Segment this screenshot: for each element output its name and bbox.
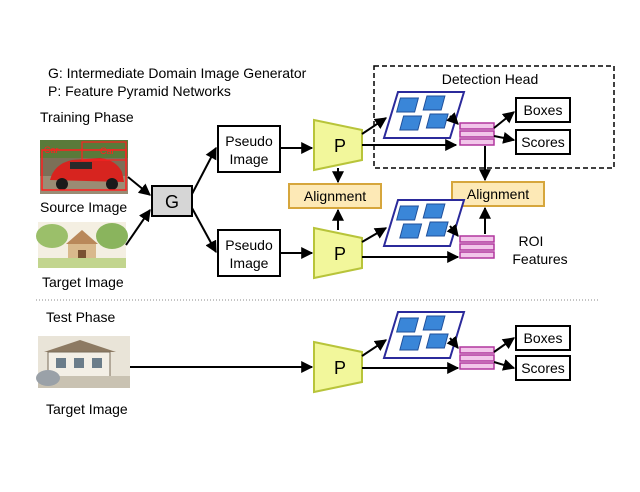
target-image	[36, 222, 128, 268]
feature-map-bottom	[383, 199, 465, 247]
arrow-g-to-pseudo-top	[191, 146, 217, 195]
target-image-label: Target Image	[42, 274, 124, 290]
detection-head-label: Detection Head	[442, 71, 539, 87]
svg-text:Boxes: Boxes	[524, 330, 563, 346]
roi-features-bottom	[459, 235, 495, 259]
svg-text:Pseudo: Pseudo	[225, 237, 273, 253]
generator-g: G	[151, 185, 193, 217]
boxes-output-test: Boxes	[515, 325, 571, 351]
roi-features-test	[459, 346, 495, 370]
arrow-roi-to-scores-top	[493, 131, 516, 144]
test-target-label: Target Image	[46, 401, 128, 417]
arrow-roi-to-boxes-top	[493, 111, 515, 129]
generator-label: G	[165, 192, 179, 212]
legend-p-definition: P: Feature Pyramid Networks	[48, 83, 231, 99]
svg-text:Image: Image	[230, 255, 269, 271]
legend-g-definition: G: Intermediate Domain Image Generator	[48, 65, 307, 81]
arrow-featmap-top-to-roi	[446, 112, 459, 125]
alignment-left: Alignment	[288, 183, 382, 209]
pseudo-image-bottom: Pseudo Image	[217, 229, 281, 277]
source-tag-2: Car	[100, 146, 115, 156]
arrow-roi-to-scores-test	[493, 359, 516, 371]
fpn-test: P	[313, 340, 363, 394]
source-tag-1: Car	[44, 145, 59, 155]
alignment-right: Alignment	[451, 181, 545, 207]
arrow-p-test-to-featmap	[361, 339, 387, 357]
roi-label-line2: Features	[512, 251, 567, 267]
test-target-image	[36, 336, 130, 388]
arrow-featmap-bottom-to-roi	[446, 223, 459, 237]
source-image-label: Source Image	[40, 199, 127, 215]
scores-output-top: Scores	[515, 129, 571, 155]
arrow-p-bottom-to-featmap	[361, 227, 388, 243]
pseudo-image-top: Pseudo Image	[217, 125, 281, 173]
boxes-output-top: Boxes	[515, 97, 571, 123]
feature-map-top	[383, 91, 465, 139]
svg-text:Alignment: Alignment	[304, 188, 366, 204]
arrow-p-top-to-featmap	[361, 117, 387, 135]
fpn-bottom: P	[313, 226, 363, 280]
scores-output-test: Scores	[515, 355, 571, 381]
arrow-source-to-g	[127, 176, 151, 196]
training-phase-label: Training Phase	[40, 109, 134, 125]
feature-map-test	[383, 311, 465, 359]
roi-features-top	[459, 122, 495, 146]
arrow-featmap-test-to-roi	[446, 335, 459, 349]
svg-text:Alignment: Alignment	[467, 186, 529, 202]
fpn-top: P	[313, 118, 363, 172]
svg-text:P: P	[334, 244, 346, 264]
arrow-roi-to-boxes-test	[493, 337, 515, 353]
svg-text:P: P	[334, 358, 346, 378]
source-image: Car Car	[40, 140, 128, 194]
svg-text:Scores: Scores	[521, 360, 565, 376]
roi-label-line1: ROI	[519, 233, 544, 249]
svg-text:Boxes: Boxes	[524, 102, 563, 118]
svg-text:Image: Image	[230, 151, 269, 167]
svg-text:Scores: Scores	[521, 134, 565, 150]
svg-text:Pseudo: Pseudo	[225, 133, 273, 149]
arrow-target-to-g	[125, 209, 151, 246]
svg-text:P: P	[334, 136, 346, 156]
detection-head-box	[373, 65, 615, 169]
test-phase-label: Test Phase	[46, 309, 115, 325]
arrow-g-to-pseudo-bottom	[191, 207, 217, 254]
